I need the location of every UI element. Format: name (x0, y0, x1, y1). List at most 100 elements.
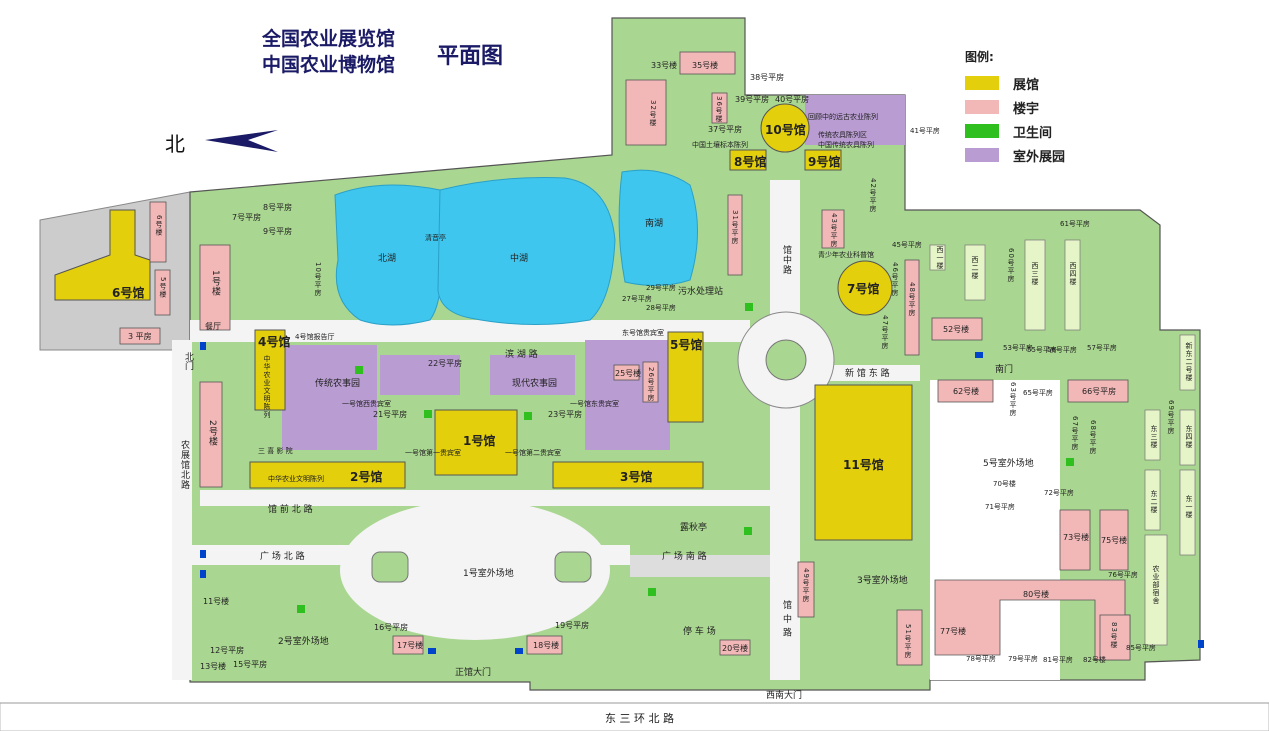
building-25-label: 25号楼 (615, 369, 642, 378)
building-9-label: 9号平房 (263, 227, 293, 236)
building-41-label: 41号平房 (910, 127, 940, 135)
legend-label-restroom: 卫生间 (1013, 125, 1053, 141)
legend-item-garden: 室外展园 (965, 143, 1085, 167)
legend-swatch-hall (965, 76, 999, 90)
road-guanqian-label: 馆 前 北 路 (268, 505, 313, 515)
building-80 (934, 579, 1131, 661)
hall-3-label[interactable]: 3号馆 (620, 470, 653, 484)
road-gcn-label: 广 场 南 路 (662, 552, 707, 562)
building-6-label: 6号楼 (155, 215, 163, 237)
building-16-label: 16号平房 (374, 623, 409, 632)
building-48 (904, 259, 920, 356)
hall-11-label[interactable]: 11号馆 (843, 458, 884, 472)
hall-4-label[interactable]: 4号馆 (258, 335, 291, 349)
building-35-label: 35号楼 (692, 61, 719, 70)
hall-6-label[interactable]: 6号馆 (112, 286, 145, 300)
building-76-label: 76号平房 (1108, 571, 1138, 579)
building-66 (1067, 379, 1129, 403)
building-71-label: 71号平房 (985, 503, 1015, 511)
place-youth: 青少年农业科普馆 (818, 251, 874, 259)
building-45-label: 45号平房 (892, 241, 922, 249)
legend-item-building: 楼宇 (965, 95, 1085, 119)
building-6 (149, 201, 167, 263)
building-53-label: 53号平房 (1003, 344, 1033, 352)
garden-center-left (380, 355, 460, 395)
building-62-label: 62号楼 (953, 387, 980, 396)
building-51 (896, 609, 923, 666)
legend-swatch-building (965, 100, 999, 114)
building-26-label: 26号平房 (647, 367, 655, 402)
hall-5-shape (667, 331, 704, 423)
building-32-label: 32号楼 (649, 100, 657, 127)
gate-north-label: 北门 (183, 352, 193, 370)
building-60-label: 60号平房 (1007, 248, 1015, 283)
south-plaza (340, 500, 610, 640)
building-east3-label: 东三楼 (1150, 425, 1158, 449)
road-gcb-label: 广 场 北 路 (260, 552, 305, 562)
road-guanzhong-label: 馆中路 (781, 245, 791, 275)
place-culture-hall-v: 中华农业文明陈列 (263, 355, 271, 419)
building-east4 (1179, 409, 1196, 466)
building-23-label: 23号平房 (548, 410, 583, 419)
hall-8-label[interactable]: 8号馆 (734, 155, 767, 169)
road-west-label: 农展馆北路 (179, 440, 189, 490)
building-29-label: 29号平房 (646, 284, 676, 292)
building-west3-label: 西三楼 (1031, 262, 1039, 286)
place-guest-b: 一号馆西贵宾室 (342, 400, 391, 408)
hall-7-shape (837, 260, 893, 316)
legend-swatch-garden (965, 148, 999, 162)
place-culture-hall: 中华农业文明陈列 (268, 475, 324, 483)
building-70-label: 70号楼 (993, 480, 1016, 488)
place-modern: 现代农事园 (512, 379, 558, 389)
building-56-label: 56号平房 (1047, 346, 1077, 354)
building-east3 (1144, 409, 1161, 461)
road-binhu-label: 滨 湖 路 (505, 350, 538, 360)
hall-10-label[interactable]: 10号馆 (765, 123, 806, 137)
building-canteen-label: 餐厅 (205, 322, 221, 331)
building-7-label: 7号平房 (232, 213, 262, 222)
building-49-label: 49号平房 (802, 568, 810, 603)
building-36-label: 36号楼 (715, 96, 723, 123)
building-61-label: 61号平房 (1060, 220, 1090, 228)
legend-item-hall: 展馆 (965, 71, 1085, 95)
building-73 (1059, 509, 1091, 571)
building-72-label: 72号平房 (1044, 489, 1074, 497)
hall-7-label[interactable]: 7号馆 (847, 282, 880, 296)
building-43-label: 43号平房 (830, 213, 838, 248)
legend-swatch-restroom (965, 124, 999, 138)
building-east2 (1144, 469, 1161, 531)
hall-2-shape (249, 461, 406, 489)
hall-2-label[interactable]: 2号馆 (350, 470, 383, 484)
building-22-label: 22号平房 (428, 359, 463, 368)
building-east1-label: 东一楼 (1185, 495, 1193, 519)
building-83-label: 83号楼 (1110, 622, 1118, 649)
building-66-label: 66号平房 (1082, 387, 1117, 396)
building-21-label: 21号平房 (373, 410, 408, 419)
building-39-label: 39号平房 (735, 95, 770, 104)
lake-south (618, 169, 698, 287)
hall-1-label[interactable]: 1号馆 (463, 434, 496, 448)
building-27-label: 27号平房 (622, 295, 652, 303)
building-73-label: 73号楼 (1063, 533, 1090, 542)
building-west2-label: 西二楼 (971, 256, 979, 280)
building-1-label: 1号楼 (210, 270, 220, 297)
road-binhu (190, 320, 750, 342)
building-78-label: 78号平房 (966, 655, 996, 663)
outdoor-site-5: 5号室外场地 (983, 459, 1034, 469)
hall-8-shape (729, 149, 767, 171)
building-43 (821, 209, 845, 249)
hall-9-label[interactable]: 9号馆 (808, 155, 841, 169)
building-75-label: 75号楼 (1101, 536, 1128, 545)
building-2-label: 2号楼 (207, 420, 217, 447)
hall-5-label[interactable]: 5号馆 (670, 338, 703, 352)
building-new-east-label: 新东二号楼 (1185, 342, 1193, 382)
building-69-label: 69号平房 (1167, 400, 1175, 435)
building-62 (937, 379, 994, 403)
building-e-top1 (964, 244, 986, 301)
building-83 (1099, 614, 1131, 661)
building-37-label: 37号平房 (708, 125, 743, 134)
road-ring-label: 东 三 环 北 路 (605, 712, 674, 725)
title-line-1: 全国农业展览馆 (262, 28, 396, 50)
building-e-top2 (1024, 239, 1046, 331)
